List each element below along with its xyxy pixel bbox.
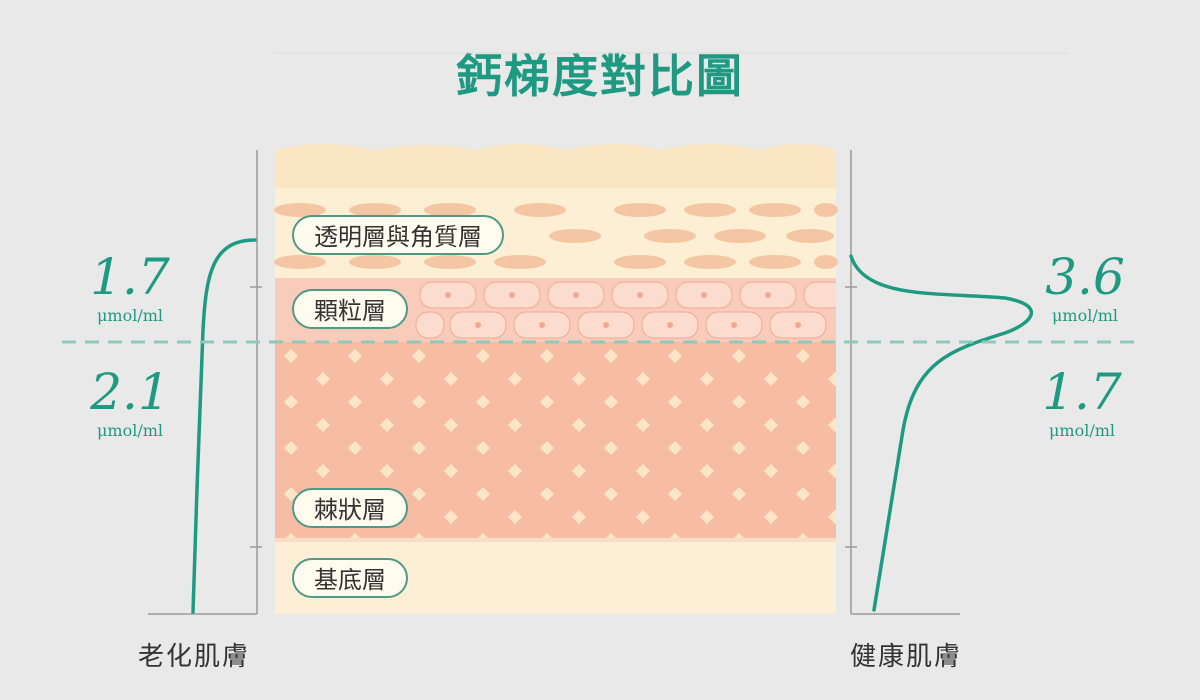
layer-label-cornified: 透明層與角質層: [292, 215, 504, 255]
granular-cells: [415, 281, 836, 339]
cornified-cells: [274, 203, 838, 269]
layer-label-granular: 顆粒層: [292, 289, 408, 329]
aged-lower-unit: μmol/ml: [97, 421, 163, 440]
healthy-upper-value: 3.6 μmol/ml: [1035, 252, 1135, 325]
healthy-upper-unit: μmol/ml: [1052, 306, 1118, 325]
aged-lower-number: 2.1: [90, 363, 170, 421]
healthy-lower-unit: μmol/ml: [1049, 421, 1115, 440]
aged-upper-value: 1.7 μmol/ml: [80, 252, 180, 325]
aged-skin-axis: [148, 150, 262, 615]
layer-label-basal: 基底層: [292, 558, 408, 598]
healthy-skin-calcium-curve: [849, 254, 1033, 612]
aged-upper-number: 1.7: [90, 248, 170, 306]
layer-label-spinous: 棘狀層: [292, 488, 408, 528]
aged-lower-value: 2.1 μmol/ml: [80, 367, 180, 440]
cornified-layer-top: [275, 144, 836, 190]
healthy-upper-number: 3.6: [1045, 248, 1125, 306]
healthy-skin-caption: 健康肌膚: [850, 642, 963, 672]
healthy-lower-number: 1.7: [1042, 363, 1122, 421]
aged-skin-calcium-curve: [191, 238, 257, 614]
aged-skin-caption: 老化肌膚: [138, 642, 251, 672]
healthy-skin-axis: [845, 150, 960, 615]
aged-upper-unit: μmol/ml: [97, 306, 163, 325]
page-title: 鈣梯度對比圖: [456, 49, 744, 103]
healthy-lower-value: 1.7 μmol/ml: [1032, 367, 1132, 440]
